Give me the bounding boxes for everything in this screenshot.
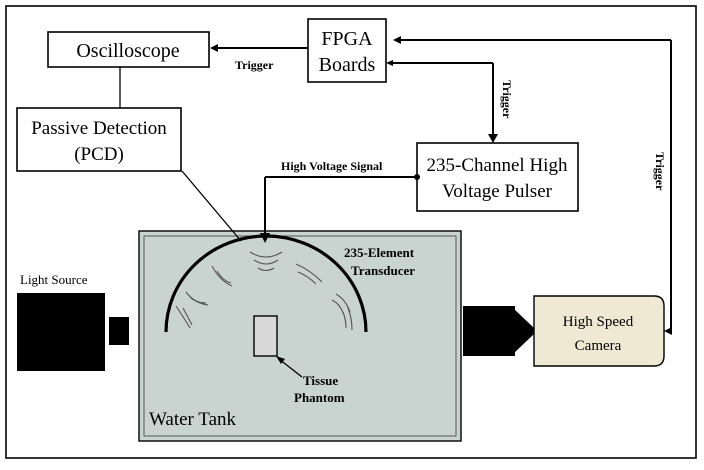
tissue-pointer-head (276, 356, 285, 364)
hv-signal-label: High Voltage Signal (281, 159, 383, 173)
arrow-to-transducer (260, 233, 270, 243)
transducer-label-line2: Transducer (351, 263, 415, 278)
tissue-phantom: Tissue Phantom (253, 315, 345, 405)
light-source: Light Source (17, 272, 129, 371)
tissue-pointer (278, 358, 303, 378)
arrow-to-camera (664, 327, 672, 335)
trigger-label-right: Trigger (653, 152, 667, 191)
pulser-label-line1: 235-Channel High (427, 155, 568, 176)
pcd-label-line1: Passive Detection (31, 118, 167, 139)
oscilloscope-box: Oscilloscope (47, 31, 210, 68)
fpga-label-line2: Boards (319, 54, 376, 76)
transducer-label-line1: 235-Element (344, 245, 415, 260)
trigger-label-down: Trigger (500, 80, 514, 119)
water-tank-label: Water Tank (149, 409, 237, 430)
oscilloscope-label: Oscilloscope (76, 40, 179, 62)
camera-label-line2: Camera (575, 338, 622, 354)
arrow-to-oscilloscope (210, 44, 218, 52)
camera-lens-cone (513, 308, 534, 354)
tissue-phantom-block (253, 315, 278, 357)
trigger-label-left: Trigger (235, 58, 274, 72)
fpga-label-line1: FPGA (321, 28, 373, 50)
high-speed-camera: High Speed Camera (463, 295, 665, 367)
wire-pcd-transducer (181, 170, 242, 242)
pulser-label-line2: Voltage Pulser (442, 181, 553, 202)
transducer-waves (175, 251, 353, 331)
pcd-box: Passive Detection (PCD) (16, 107, 182, 172)
fpga-box: FPGA Boards (307, 18, 387, 83)
light-source-label: Light Source (20, 272, 88, 287)
camera-body (533, 295, 665, 367)
pulser-box: 235-Channel High Voltage Pulser (416, 142, 579, 212)
arrow-to-pulser (488, 134, 498, 143)
camera-lens-body (463, 306, 515, 356)
tank-inner-border (143, 235, 457, 437)
camera-label-line1: High Speed (563, 314, 634, 330)
pcd-label-line2: (PCD) (74, 144, 124, 165)
light-source-body (17, 293, 105, 371)
connections: Trigger Trigger Trigger High Voltage Sig… (119, 36, 672, 335)
tissue-label-line1: Tissue (303, 373, 338, 388)
light-source-lens (109, 317, 129, 345)
tissue-label-line2: Phantom (294, 390, 345, 405)
